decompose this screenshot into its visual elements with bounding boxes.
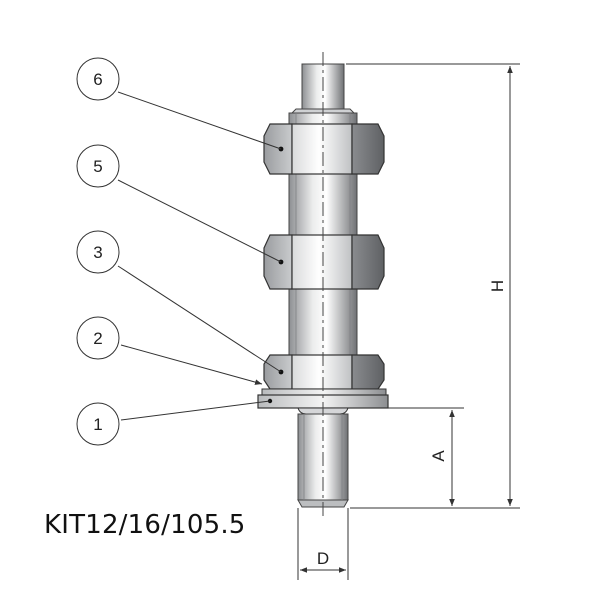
callout-5: 5: [76, 144, 120, 188]
hex-nut-middle: [263, 234, 385, 290]
dimension-a-label: A: [429, 450, 448, 462]
dimension-a: [386, 407, 464, 506]
dimension-d: [297, 508, 349, 580]
callout-label-5: 5: [93, 157, 102, 176]
callout-2: 2: [76, 316, 120, 360]
kit-code: KIT12/16/105.5: [44, 510, 246, 540]
hex-nut-lower: [263, 354, 385, 390]
dimension-h: [346, 63, 520, 509]
washer: [261, 388, 387, 396]
callout-label-6: 6: [93, 70, 102, 89]
dimension-h-label: H: [488, 280, 507, 292]
callout-label-3: 3: [93, 243, 102, 262]
callout-6: 6: [76, 57, 120, 101]
callout-label-2: 2: [93, 329, 102, 348]
callout-label-1: 1: [93, 415, 102, 434]
hex-nut-top: [263, 123, 385, 175]
callout-3: 3: [76, 230, 120, 274]
dimension-d-label: D: [317, 549, 329, 568]
leader-lines: [117, 91, 282, 421]
callout-1: 1: [76, 402, 120, 446]
